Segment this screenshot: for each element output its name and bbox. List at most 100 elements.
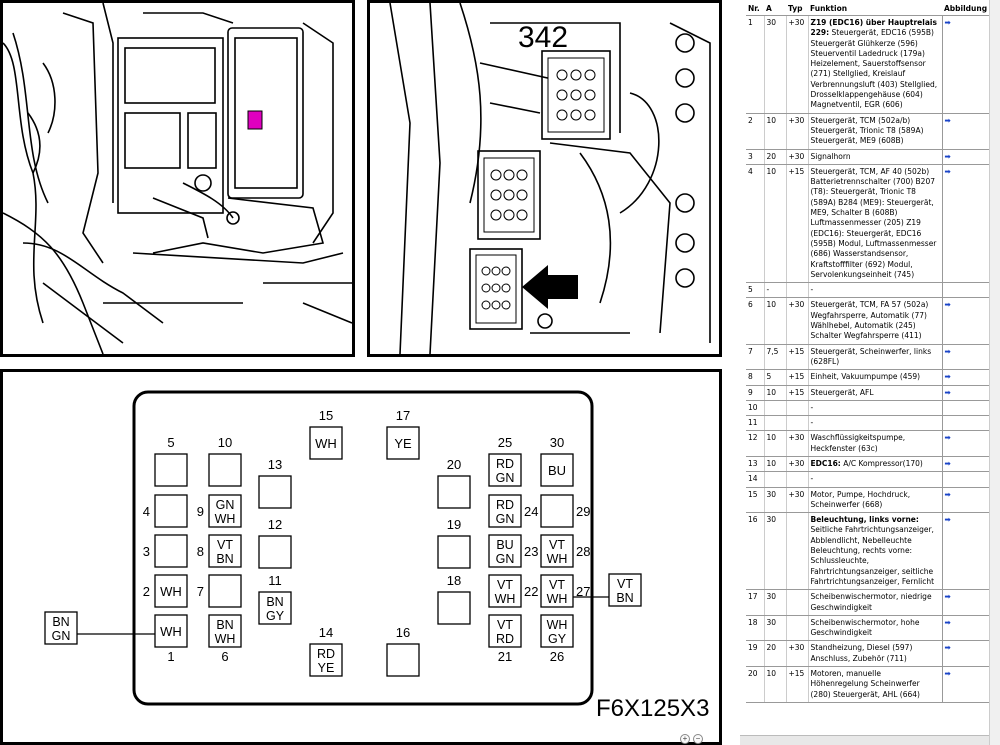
fuse-color-code: WH xyxy=(547,592,568,606)
legend-type xyxy=(786,400,809,417)
fuse-color-code: RD xyxy=(496,457,514,471)
legend-function-heading: Beleuchtung, links vorne: xyxy=(810,515,919,525)
zoom-out-button[interactable]: − xyxy=(693,734,703,744)
fuse-color-code: BU xyxy=(548,463,566,478)
fuse-color-code: WH xyxy=(495,592,516,606)
legend-figure-link[interactable]: ➡ xyxy=(942,369,1000,386)
header-nr: Nr. xyxy=(746,2,764,16)
legend-nr: 12 xyxy=(746,430,765,457)
fuse-number: 2 xyxy=(143,584,150,599)
fuse-color-code: BU xyxy=(496,538,513,552)
legend-nr: 5 xyxy=(746,282,765,299)
arrow-right-icon[interactable]: ➡ xyxy=(944,433,951,443)
fuse-number: 7 xyxy=(197,584,204,599)
arrow-right-icon[interactable]: ➡ xyxy=(944,151,951,161)
connector-top xyxy=(547,57,605,133)
legend-figure-link xyxy=(942,400,1000,417)
fuse-number: 9 xyxy=(197,504,204,519)
fuse-color-code: WH xyxy=(160,624,182,639)
legend-figure-link[interactable]: ➡ xyxy=(942,385,1000,401)
fuse-slot-11 xyxy=(258,591,292,625)
arrow-right-icon[interactable]: ➡ xyxy=(944,115,951,125)
vertical-scrollbar[interactable] xyxy=(989,0,1000,745)
horizontal-scrollbar[interactable] xyxy=(740,735,989,745)
fuse-number: 18 xyxy=(447,573,461,588)
legend-amp: 20 xyxy=(764,149,787,165)
arrow-right-icon[interactable]: ➡ xyxy=(944,166,951,176)
legend-type xyxy=(786,512,809,591)
fuse-box-location-marker xyxy=(247,110,263,130)
fuse-color-code: GY xyxy=(548,632,567,646)
fuse-slot-4 xyxy=(154,494,188,528)
legend-amp: - xyxy=(764,282,787,299)
legend-figure-link[interactable]: ➡ xyxy=(942,456,1000,473)
arrow-indicator-icon xyxy=(522,265,578,309)
legend-function: Motoren, manuelle Höhenregelung Scheinwe… xyxy=(808,666,943,703)
legend-nr: 13 xyxy=(746,456,765,473)
legend-type: +30 xyxy=(786,487,809,514)
fuse-slot-29 xyxy=(540,494,574,528)
fuse-slot-21 xyxy=(488,614,522,648)
legend-nr: 16 xyxy=(746,512,765,591)
legend-function-text: Motor, Pumpe, Hochdruck, Scheinwerfer (6… xyxy=(810,489,911,509)
fuse-number: 16 xyxy=(396,625,410,640)
arrow-right-icon[interactable]: ➡ xyxy=(944,372,951,382)
fuse-slot-24 xyxy=(488,494,522,528)
legend-function-text: Waschflüssigkeitspumpe, Heckfenster (63c… xyxy=(810,433,906,453)
arrow-right-icon[interactable]: ➡ xyxy=(944,643,951,653)
legend-figure-link[interactable]: ➡ xyxy=(942,149,1000,165)
fuse-box-illustration: 342 xyxy=(367,0,722,357)
zoom-in-button[interactable]: + xyxy=(680,734,690,744)
legend-type: +15 xyxy=(786,385,809,401)
legend-type: +15 xyxy=(786,164,809,284)
legend-type: +30 xyxy=(786,430,809,457)
fuse-number: 5 xyxy=(167,435,174,450)
arrow-right-icon[interactable]: ➡ xyxy=(944,458,951,468)
fuse-number: 22 xyxy=(524,584,538,599)
legend-function-text: - xyxy=(810,474,814,484)
fuse-box-drawing: 342 xyxy=(389,3,711,354)
arrow-right-icon[interactable]: ➡ xyxy=(944,346,951,356)
fuse-slot-3 xyxy=(154,534,188,568)
fuse-slot-18 xyxy=(437,591,471,625)
legend-amp: 10 xyxy=(764,297,787,345)
legend-function-text: Scheibenwischermotor, hohe Geschwindigke… xyxy=(810,617,920,638)
legend-function: Standheizung, Diesel (597) Anschluss, Zu… xyxy=(808,640,943,668)
legend-nr: 6 xyxy=(746,297,765,345)
fuse-slot-23 xyxy=(488,534,522,568)
legend-amp: 7,5 xyxy=(764,344,787,371)
fuse-number: 6 xyxy=(221,649,228,664)
legend-nr: 19 xyxy=(746,640,765,668)
legend-amp: 20 xyxy=(764,640,787,668)
fuse-color-code: BN xyxy=(216,618,233,632)
fuse-slot-28 xyxy=(540,534,574,568)
legend-type: +15 xyxy=(786,369,809,386)
fuse-number: 27 xyxy=(576,584,590,599)
arrow-right-icon[interactable]: ➡ xyxy=(944,592,951,602)
arrow-right-icon[interactable]: ➡ xyxy=(944,18,951,27)
legend-row: 10- xyxy=(746,400,1000,417)
arrow-right-icon[interactable]: ➡ xyxy=(944,387,951,397)
fuse-color-code: GN xyxy=(216,498,235,512)
legend-function-text: Scheibenwischermotor, niedrige Geschwind… xyxy=(810,592,932,612)
legend-function: Steuergerät, Scheinwerfer, links (628FL) xyxy=(808,344,943,371)
legend-row: 11- xyxy=(746,415,1000,432)
fuse-slot-17 xyxy=(386,426,420,460)
arrow-right-icon[interactable]: ➡ xyxy=(944,489,951,499)
arrow-right-icon[interactable]: ➡ xyxy=(944,617,951,627)
legend-amp: 30 xyxy=(764,615,787,642)
arrow-right-icon[interactable]: ➡ xyxy=(944,300,951,310)
fuse-number: 20 xyxy=(447,457,461,472)
legend-nr: 11 xyxy=(746,415,765,432)
legend-function-heading: EDC16: xyxy=(810,458,841,468)
legend-function-heading: Z19 (EDC16) über Hauptrelais 229: xyxy=(810,18,937,38)
legend-function-text: Steuergerät, TCM, AF 40 (502b) Batteriet… xyxy=(810,166,937,279)
arrow-right-icon[interactable]: ➡ xyxy=(944,515,951,525)
header-a: A xyxy=(764,2,786,16)
legend-amp: 30 xyxy=(764,512,787,591)
fuse-number: 14 xyxy=(319,625,333,640)
arrow-right-icon[interactable]: ➡ xyxy=(944,669,951,679)
